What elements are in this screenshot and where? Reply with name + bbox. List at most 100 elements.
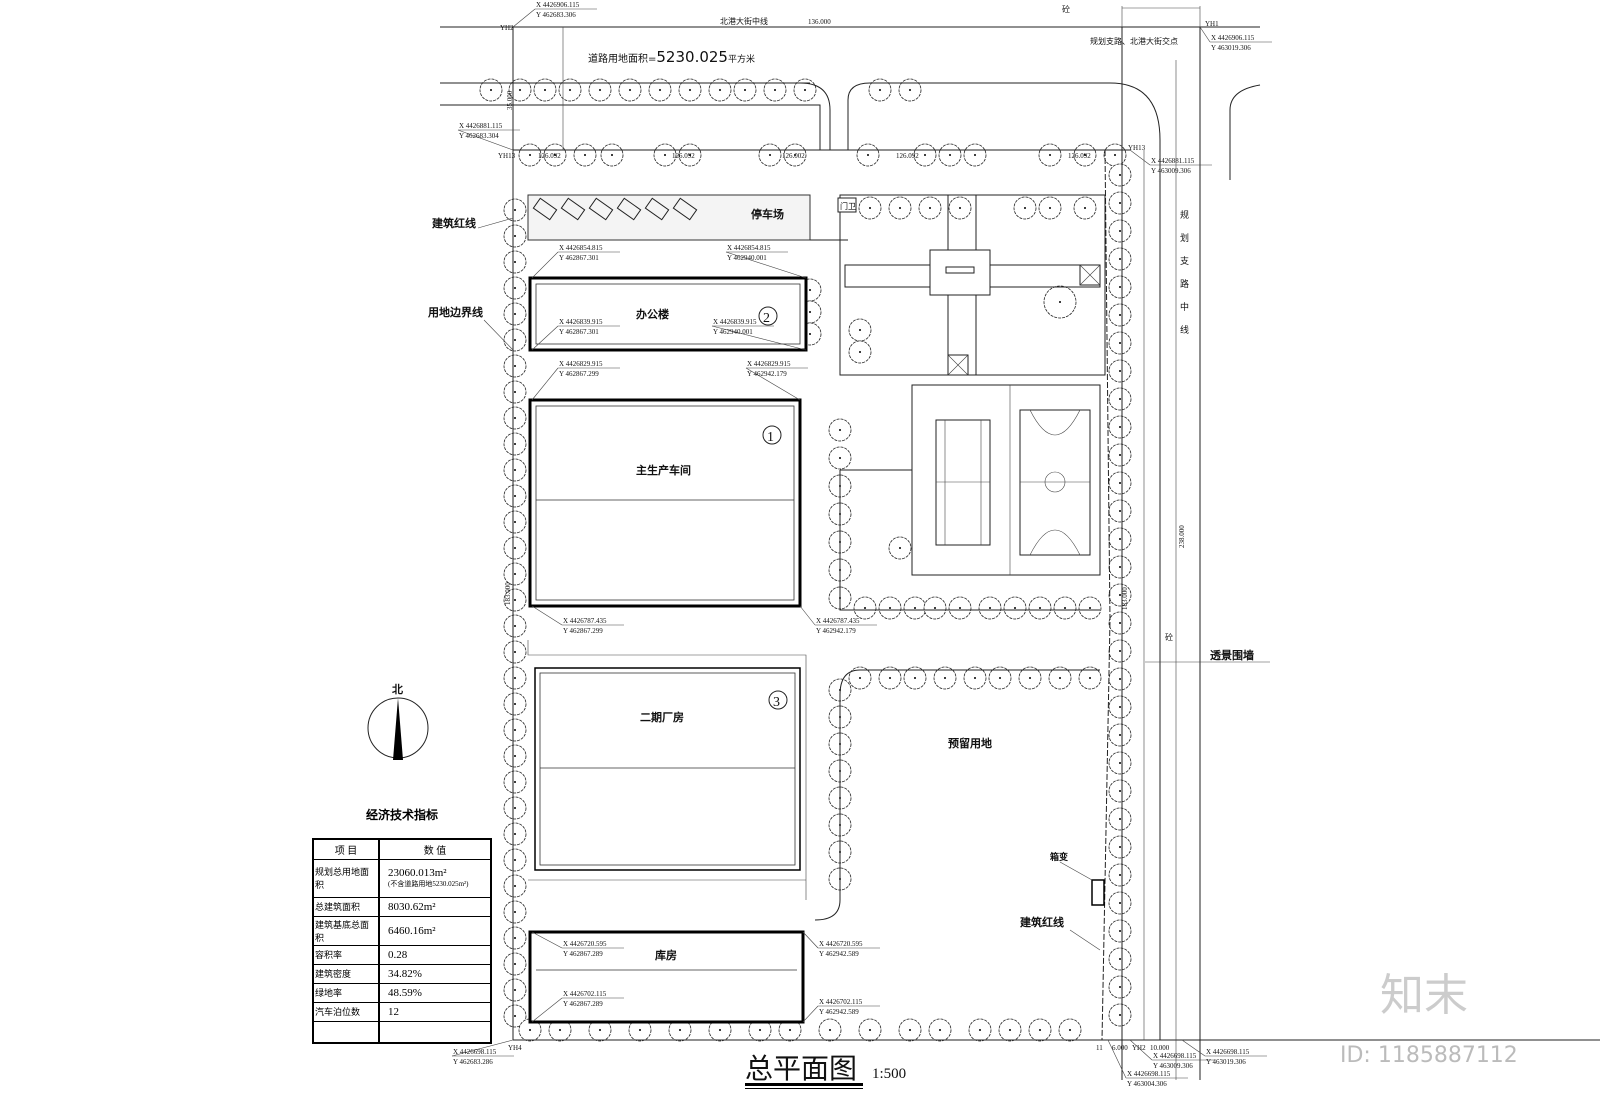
- coordinate-main-se: X 4426787.435 Y 462942.179: [799, 605, 877, 635]
- coordinate-wh-ne: X 4426720.595 Y 462942.589: [802, 931, 880, 958]
- parking-lot: [527, 194, 848, 241]
- svg-text:Y 462683.306: Y 462683.306: [536, 11, 576, 19]
- svg-text:Y 462867.301: Y 462867.301: [559, 328, 599, 336]
- svg-text:X 4426720.595: X 4426720.595: [819, 940, 863, 948]
- svg-text:Y 462683.304: Y 462683.304: [459, 132, 499, 140]
- svg-text:Y 463009.306: Y 463009.306: [1151, 167, 1191, 175]
- svg-text:Y 462867.299: Y 462867.299: [559, 370, 599, 378]
- guard-label: 门卫: [840, 201, 856, 211]
- reserved-land-boundary: [839, 669, 1100, 696]
- intersection-label: 规划支路、北港大街交点: [1090, 36, 1178, 46]
- svg-text:X 4426854.815: X 4426854.815: [727, 244, 771, 252]
- svg-text:Y 463019.306: Y 463019.306: [1206, 1058, 1246, 1066]
- svg-text:Y 463004.306: Y 463004.306: [1127, 1080, 1167, 1088]
- road-lines: [440, 6, 1600, 1080]
- see-through-wall-label: 透景围墙: [1210, 648, 1254, 662]
- building-warehouse: 库房: [528, 930, 805, 1024]
- svg-text:Y 462942.589: Y 462942.589: [819, 1008, 859, 1016]
- svg-text:YH13: YH13: [1128, 144, 1146, 152]
- svg-text:主生产车间: 主生产车间: [636, 463, 691, 477]
- svg-text:3: 3: [773, 695, 780, 710]
- svg-text:Y 462942.589: Y 462942.589: [819, 950, 859, 958]
- svg-text:X 4426787.435: X 4426787.435: [563, 617, 607, 625]
- transformer-box: [1091, 879, 1105, 906]
- parking-stall: [616, 197, 642, 221]
- svg-text:X 4426906.115: X 4426906.115: [536, 1, 580, 9]
- svg-text:X 4426787.435: X 4426787.435: [816, 617, 860, 625]
- building-main-workshop: 主生产车间 1: [528, 398, 802, 608]
- coordinate-b-mid: X 4426698.115 Y 463004.306: [1107, 1039, 1188, 1088]
- svg-text:Y 462683.286: Y 462683.286: [453, 1058, 493, 1066]
- svg-text:X 4426702.115: X 4426702.115: [563, 990, 607, 998]
- svg-text:2: 2: [763, 311, 770, 326]
- svg-text:X 4426906.115: X 4426906.115: [1211, 34, 1255, 42]
- reserved-land-label: 预留用地: [948, 736, 992, 750]
- dim-east: 238.000: [1178, 525, 1186, 548]
- east-road-centerline: 规划支路中线: [1178, 210, 1189, 348]
- svg-text:X 4426881.115: X 4426881.115: [459, 122, 503, 130]
- svg-text:10.000: 10.000: [1150, 1044, 1170, 1052]
- svg-text:126.002: 126.002: [782, 152, 805, 160]
- svg-text:X 4426829.915: X 4426829.915: [747, 360, 791, 368]
- sports-courts: [839, 384, 1101, 611]
- coordinate-yh3e: X 4426881.115 Y 463009.306: [1129, 149, 1212, 175]
- svg-text:Y 462940.001: Y 462940.001: [713, 328, 753, 336]
- trees: [479, 78, 1132, 1042]
- concrete-label: 砼: [1062, 4, 1070, 14]
- svg-text:Y 462867.301: Y 462867.301: [559, 254, 599, 262]
- building-phase2-plant: 二期厂房 3: [534, 667, 801, 871]
- coordinate-main-sw: X 4426787.435 Y 462867.299: [531, 605, 624, 635]
- svg-text:1: 1: [767, 430, 774, 445]
- parking-stall: [588, 197, 614, 221]
- parking-stall: [560, 197, 586, 221]
- svg-text:Y 462867.289: Y 462867.289: [563, 1000, 603, 1008]
- concrete-label: 砼: [1165, 632, 1173, 642]
- transformer-label: 箱变: [1050, 851, 1068, 863]
- coordinate-wh-sw: X 4426702.115 Y 462867.289: [531, 990, 624, 1023]
- svg-text:总平面图: 总平面图: [745, 1052, 857, 1085]
- svg-text:1:500: 1:500: [872, 1066, 906, 1082]
- svg-text:Y 462940.001: Y 462940.001: [727, 254, 767, 262]
- svg-text:X 4426698.115: X 4426698.115: [1127, 1070, 1171, 1078]
- watermark-id: ID: 1185887112: [1340, 1043, 1518, 1068]
- svg-text:126.092: 126.092: [672, 152, 695, 160]
- garden: 门卫: [837, 194, 1106, 376]
- red-line-label: 建筑红线: [432, 216, 476, 230]
- coordinate-main-nw: X 4426829.915 Y 462867.299: [531, 360, 620, 401]
- road-area-label: 道路用地面积=5230.025平方米: [588, 48, 755, 66]
- parking-label: 停车场: [751, 207, 784, 221]
- svg-text:YH2: YH2: [500, 24, 514, 32]
- svg-text:Y 462867.299: Y 462867.299: [563, 627, 603, 635]
- svg-text:X 4426854.815: X 4426854.815: [559, 244, 603, 252]
- dim-top: 136.000: [808, 18, 831, 26]
- svg-text:Y 462942.179: Y 462942.179: [816, 627, 856, 635]
- svg-text:YH13: YH13: [498, 152, 516, 160]
- svg-text:X 4426829.915: X 4426829.915: [559, 360, 603, 368]
- table-title: 经济技术指标: [365, 808, 438, 822]
- svg-text:X 4426881.115: X 4426881.115: [1151, 157, 1195, 165]
- parking-stall: [672, 197, 698, 221]
- svg-text:126.092: 126.092: [538, 152, 561, 160]
- svg-text:二期厂房: 二期厂房: [640, 710, 684, 724]
- drawing-title: 总平面图 1:500: [745, 1052, 906, 1089]
- dim-east-site: 183.000: [1121, 587, 1129, 610]
- parking-stall: [532, 197, 558, 221]
- dim-road: 35.000: [506, 90, 514, 110]
- coordinate-off-ne-top: X 4426854.815 Y 462940.001: [725, 244, 807, 279]
